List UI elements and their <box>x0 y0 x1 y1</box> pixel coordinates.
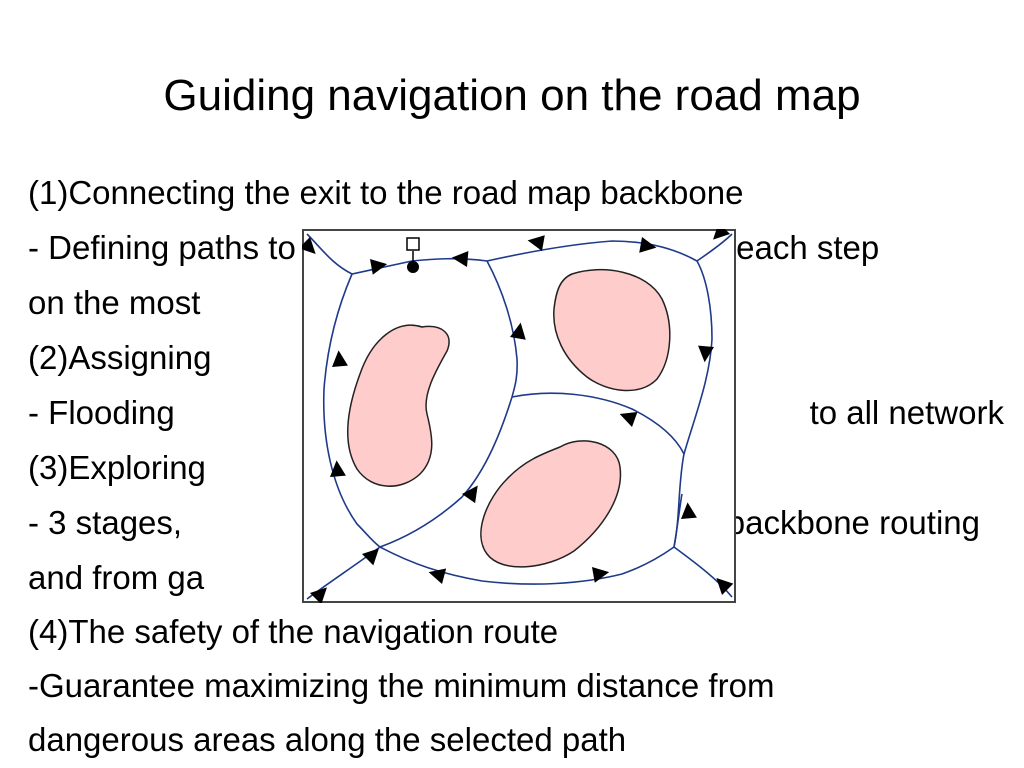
text-line-8: and from ga <box>28 559 205 596</box>
text-line-4: (2)Assigning <box>28 339 212 376</box>
road-map-diagram <box>302 229 736 603</box>
obstacle-top-right <box>553 268 671 392</box>
text-line-7-right: backbone routing <box>726 504 980 541</box>
text-line-10: -Guarantee maximizing the minimum distan… <box>28 667 775 704</box>
road-map-figure <box>302 229 736 603</box>
text-line-5-right: to all network <box>809 394 1004 431</box>
text-line-6: (3)Exploring <box>28 449 206 486</box>
text-line-9: (4)The safety of the navigation route <box>28 613 559 650</box>
obstacle-bottom <box>480 440 622 568</box>
exit-square-marker <box>406 237 420 251</box>
slide-title: Guiding navigation on the road map <box>163 71 861 120</box>
text-line-1: (1)Connecting the exit to the road map b… <box>28 174 744 211</box>
text-line-11: dangerous areas along the selected path <box>28 721 627 758</box>
text-line-7: - 3 stages, <box>28 504 183 541</box>
text-line-3: on the most <box>28 284 201 321</box>
flow-arrows <box>302 229 734 603</box>
text-line-5: - Flooding <box>28 394 175 431</box>
backbone-node-marker <box>407 261 419 273</box>
obstacle-left <box>347 324 450 487</box>
